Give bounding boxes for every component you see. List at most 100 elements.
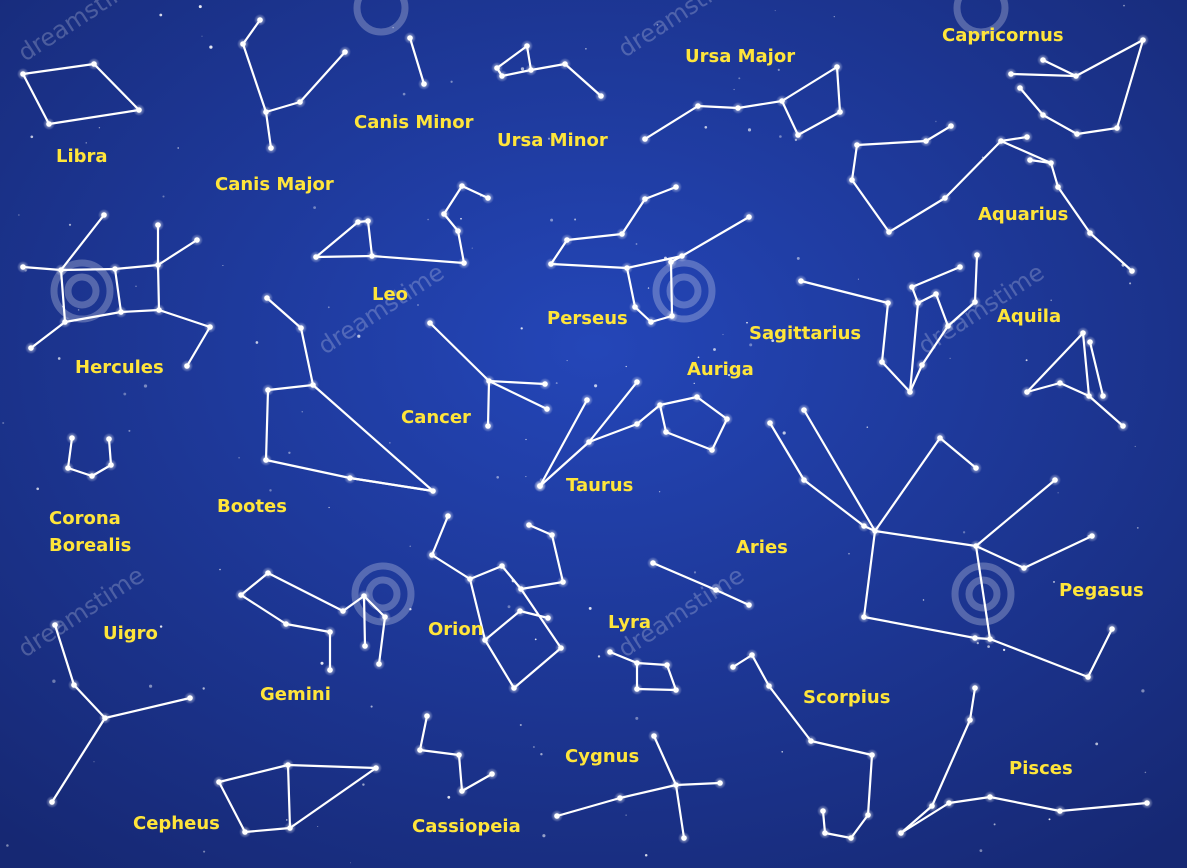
star	[749, 652, 755, 658]
constellation-line	[587, 380, 639, 444]
label-cancer: Cancer	[401, 407, 471, 428]
star	[948, 123, 954, 129]
background-star	[357, 334, 361, 338]
constellation-line	[241, 18, 273, 150]
background-star	[460, 217, 462, 220]
star	[909, 284, 915, 290]
star	[607, 649, 613, 655]
background-star	[935, 120, 937, 123]
star	[427, 320, 433, 326]
label-leo: Leo	[372, 284, 408, 305]
star	[746, 214, 752, 220]
label-aries: Aries	[736, 537, 788, 558]
constellation-libra	[17, 58, 145, 130]
star	[942, 195, 948, 201]
background-star	[857, 278, 859, 280]
constellation-line	[862, 529, 1114, 679]
background-star	[962, 531, 966, 534]
constellation-line	[802, 408, 877, 533]
star	[265, 570, 271, 576]
constellation-line	[538, 398, 589, 488]
star	[929, 803, 935, 809]
constellation-lyra	[604, 646, 682, 696]
background-star	[1141, 689, 1145, 693]
star	[1027, 157, 1033, 163]
star	[834, 64, 840, 70]
constellation-capricornus	[1005, 34, 1149, 140]
background-star	[644, 854, 648, 857]
background-star	[747, 128, 752, 132]
background-star	[866, 426, 869, 428]
background-star	[123, 392, 127, 396]
label-corona-borealis-line1: Corona	[49, 508, 121, 529]
constellation-line	[643, 65, 842, 141]
background-star	[159, 13, 163, 17]
background-star	[1144, 771, 1147, 774]
label-gemini: Gemini	[260, 684, 331, 705]
constellation-scorpius	[727, 649, 878, 844]
background-star	[697, 356, 700, 359]
star	[46, 121, 52, 127]
constellation-line	[59, 267, 123, 324]
star	[554, 813, 560, 819]
background-star	[574, 218, 577, 221]
star	[634, 379, 640, 385]
star	[310, 382, 316, 388]
constellation-line	[29, 320, 67, 350]
star	[20, 264, 26, 270]
star	[517, 608, 523, 614]
background-star	[749, 343, 753, 347]
star	[327, 629, 333, 635]
background-star	[77, 309, 80, 311]
star	[1057, 380, 1063, 386]
background-star	[625, 365, 627, 368]
background-star	[198, 5, 202, 9]
background-star	[979, 849, 983, 853]
label-orion: Orion	[428, 619, 484, 640]
star	[865, 812, 871, 818]
background-star	[1048, 818, 1051, 821]
background-star	[177, 147, 180, 149]
background-star	[635, 716, 639, 720]
star	[207, 324, 213, 330]
background-star	[547, 137, 551, 140]
constellation-auriga	[534, 376, 733, 492]
star	[669, 313, 675, 319]
background-star	[143, 384, 148, 388]
constellation-uigro	[46, 619, 196, 808]
star	[1040, 112, 1046, 118]
constellation-orion	[426, 510, 569, 694]
star	[617, 795, 623, 801]
background-star	[6, 844, 9, 847]
star	[632, 304, 638, 310]
background-star	[507, 605, 511, 609]
constellation-pegasus	[764, 404, 1118, 683]
constellation-figures	[17, 14, 1153, 844]
label-auriga: Auriga	[687, 359, 754, 380]
star	[240, 41, 246, 47]
star	[242, 829, 248, 835]
background-star	[349, 862, 352, 864]
star	[1120, 423, 1126, 429]
star	[886, 229, 892, 235]
star	[455, 228, 461, 234]
constellation-canis-major	[237, 14, 351, 154]
star	[664, 662, 670, 668]
star	[724, 416, 730, 422]
constellation-bootes	[260, 292, 439, 497]
star	[642, 136, 648, 142]
background-star	[30, 135, 34, 139]
star	[885, 300, 891, 306]
constellation-line	[487, 379, 547, 386]
background-star	[625, 814, 627, 816]
background-star	[1129, 282, 1132, 285]
background-star	[782, 431, 786, 435]
star	[869, 752, 875, 758]
background-star	[68, 223, 72, 226]
constellation-line	[53, 623, 192, 720]
star	[327, 667, 333, 673]
star	[216, 779, 222, 785]
label-scorpius: Scorpius	[803, 687, 890, 708]
star	[1144, 800, 1150, 806]
